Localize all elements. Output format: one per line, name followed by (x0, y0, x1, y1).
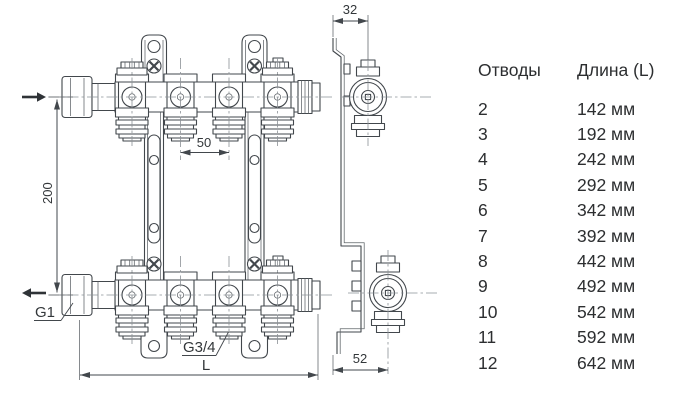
spec-table-rows: 2 142 мм 3 192 мм 4 242 мм 5 292 мм 6 34… (478, 96, 694, 375)
thread-g1-label: G1 (35, 304, 55, 321)
spec-table-header: Отводы Длина (L) (478, 60, 694, 80)
outlets-count: 3 (478, 124, 488, 145)
length-value: 492 мм (577, 276, 636, 297)
length-value: 142 мм (577, 98, 636, 119)
manifold-bars (62, 58, 320, 339)
spec-table: Отводы Длина (L) 2 142 мм 3 192 мм 4 242… (478, 60, 694, 375)
dim-52-label: 52 (353, 351, 367, 366)
dim-200-label: 200 (40, 182, 55, 204)
table-row: 8 442 мм (478, 248, 694, 273)
length-value: 592 мм (577, 327, 636, 348)
manifold-technical-drawing: 200 50 32 52 L G1 G3/4 (22, 2, 438, 380)
length-value: 242 мм (577, 149, 636, 170)
outlets-count: 11 (478, 327, 497, 348)
outlets-count: 7 (478, 225, 488, 246)
outlets-count: 4 (478, 149, 488, 170)
outlets-count: 5 (478, 174, 488, 195)
dim-50-label: 50 (197, 135, 211, 150)
outlets-count: 12 (478, 352, 498, 373)
dim-32-label: 32 (343, 2, 357, 17)
length-value: 442 мм (577, 251, 636, 272)
length-value: 642 мм (577, 352, 636, 373)
table-row: 3 192 мм (478, 121, 694, 146)
length-value: 342 мм (577, 200, 636, 221)
outlets-count: 8 (478, 251, 488, 272)
dimensions: 200 50 32 52 L G1 G3/4 (22, 2, 388, 380)
table-row: 6 342 мм (478, 198, 694, 223)
outlets-count: 2 (478, 98, 488, 119)
table-row: 2 142 мм (478, 96, 694, 121)
outlets-count: 6 (478, 200, 488, 221)
table-row: 5 292 мм (478, 172, 694, 197)
length-value: 192 мм (577, 124, 636, 145)
front-view (62, 33, 320, 360)
table-row: 10 542 мм (478, 299, 694, 324)
table-row: 9 492 мм (478, 274, 694, 299)
centerlines (48, 58, 438, 374)
length-value: 542 мм (577, 301, 636, 322)
outlets-count: 10 (478, 301, 498, 322)
outlets-count: 9 (478, 276, 488, 297)
header-outlets: Отводы (478, 60, 541, 80)
length-value: 292 мм (577, 174, 636, 195)
table-row: 7 392 мм (478, 223, 694, 248)
table-row: 11 592 мм (478, 325, 694, 350)
header-length: Длина (L) (577, 60, 655, 80)
dim-L-label: L (202, 357, 210, 374)
thread-g34-label: G3/4 (183, 339, 216, 356)
length-value: 392 мм (577, 225, 636, 246)
table-row: 12 642 мм (478, 350, 694, 375)
table-row: 4 242 мм (478, 147, 694, 172)
side-view (332, 38, 408, 354)
